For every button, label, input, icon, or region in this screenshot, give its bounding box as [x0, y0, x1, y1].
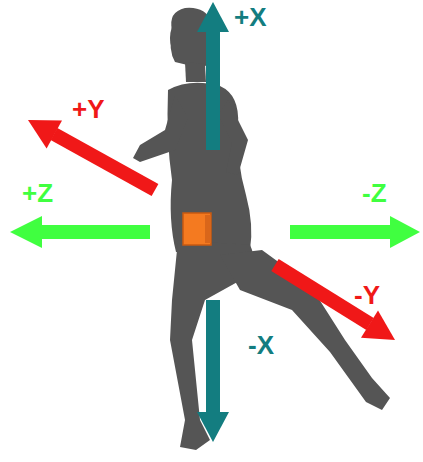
arrow-head: [361, 311, 395, 341]
arrow-head: [28, 120, 62, 149]
arrow-head: [197, 2, 229, 32]
axis-shaft: [40, 225, 150, 239]
axis-shaft: [54, 134, 155, 190]
axis-shaft: [206, 30, 220, 150]
arrow-head: [197, 412, 229, 442]
z-axis-arrows: [10, 216, 420, 248]
axis-label: +Z: [22, 180, 53, 206]
arrow-head: [10, 216, 42, 248]
axis-label: -Y: [354, 282, 380, 308]
axis-label: +Y: [72, 96, 105, 122]
axis-shaft: [206, 300, 220, 414]
axis-label: -Z: [362, 180, 387, 206]
y-axis-arrows: [28, 120, 395, 340]
sensor-box: [183, 213, 211, 245]
axis-label: -X: [248, 332, 274, 358]
axis-shaft: [290, 225, 392, 239]
arrow-head: [390, 216, 420, 248]
axis-label: +X: [234, 4, 267, 30]
